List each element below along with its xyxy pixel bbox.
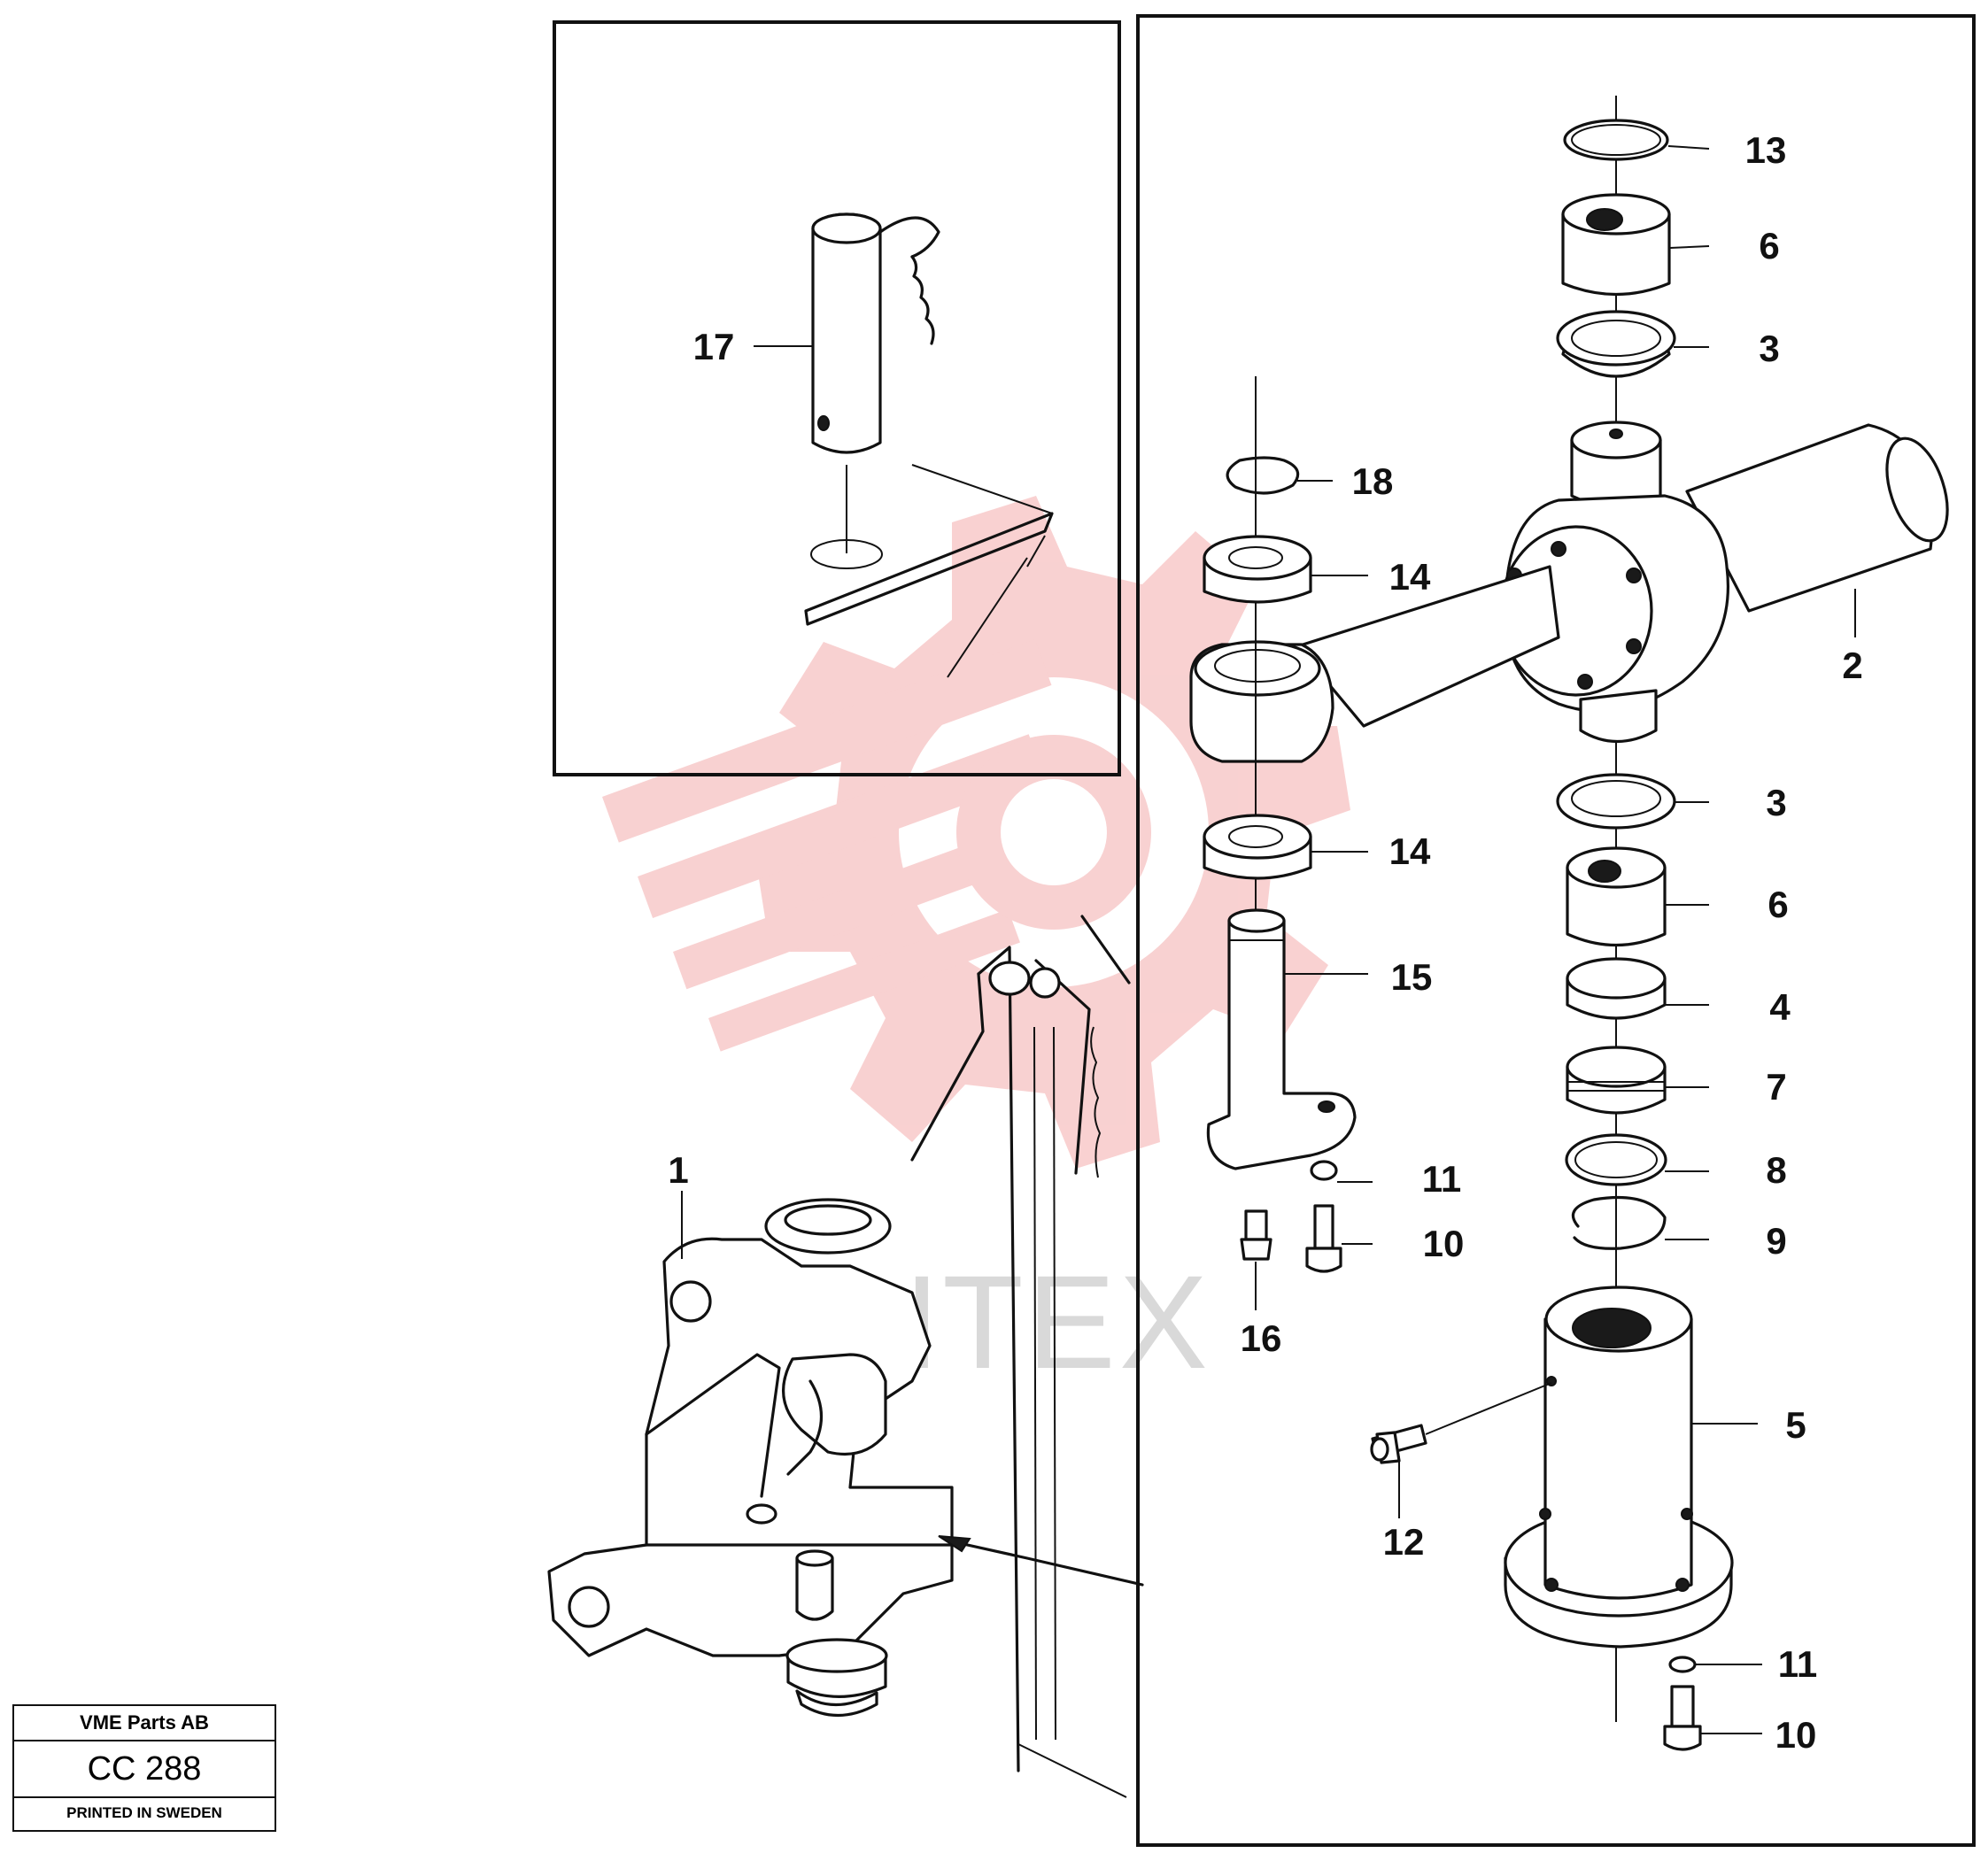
base-tube-5 (1504, 1286, 1734, 1649)
callout-3-upper: 3 (1759, 328, 1779, 369)
spacer-14-lower (1203, 814, 1312, 880)
callout-5: 5 (1785, 1404, 1806, 1446)
snap-ring-13 (1563, 119, 1669, 161)
piston-7 (1566, 1046, 1667, 1115)
housing-2 (1189, 421, 1949, 763)
pivot-pin-assembly (1203, 376, 1357, 1310)
callout-14-lower: 14 (1389, 830, 1431, 872)
ring-8 (1565, 1133, 1667, 1186)
callout-18: 18 (1352, 460, 1394, 502)
callout-9: 9 (1766, 1220, 1786, 1262)
pivot-pin-15 (1206, 908, 1357, 1170)
circlip-18 (1226, 456, 1300, 495)
callout-7: 7 (1766, 1066, 1786, 1108)
callout-13: 13 (1745, 129, 1787, 171)
grease-nipple-12 (1370, 1382, 1552, 1464)
title-block: VME Parts AB CC 288 PRINTED IN SWEDEN (12, 1704, 276, 1832)
callout-14-upper: 14 (1389, 556, 1431, 598)
diagram-code: CC 288 (14, 1741, 275, 1798)
callout-15: 15 (1391, 956, 1433, 998)
bushing-6-lower (1566, 846, 1667, 946)
company-name: VME Parts AB (14, 1706, 275, 1741)
callout-11-upper: 11 (1422, 1158, 1461, 1200)
callout-11-lower: 11 (1778, 1643, 1817, 1685)
disc-4 (1566, 957, 1667, 1020)
bushing-6-upper (1561, 193, 1671, 297)
callout-8: 8 (1766, 1149, 1786, 1191)
callout-6-lower: 6 (1768, 884, 1788, 925)
spacer-14-upper (1203, 535, 1312, 604)
callout-17: 17 (693, 326, 735, 367)
bolt-10-upper (1305, 1204, 1342, 1273)
callout-12: 12 (1383, 1521, 1425, 1563)
leader-lines (1284, 145, 1856, 1734)
callout-4: 4 (1769, 986, 1791, 1028)
callouts: 1 2 3 3 4 5 6 6 7 8 9 10 10 11 11 12 13 … (668, 129, 1862, 1756)
callout-10-upper: 10 (1423, 1223, 1465, 1264)
printed-note: PRINTED IN SWEDEN (66, 1804, 222, 1821)
callout-16: 16 (1241, 1317, 1282, 1359)
pivot-shaft-assembly (1189, 96, 1949, 1751)
grease-nipple-16 (1240, 1209, 1272, 1310)
trailer-hitch-assembly-1 (547, 915, 1144, 1798)
callout-6-upper: 6 (1759, 225, 1779, 266)
seal-3-lower (1556, 773, 1676, 830)
callout-3-lower: 3 (1766, 782, 1786, 823)
callout-2: 2 (1842, 645, 1862, 686)
circlip-9 (1571, 1195, 1667, 1250)
inset-frame (553, 20, 1121, 776)
washer-11-lower (1668, 1656, 1697, 1673)
callout-1: 1 (668, 1149, 688, 1191)
washer-11-upper (1310, 1160, 1338, 1181)
locking-pin-17 (804, 212, 1054, 678)
bolt-10-lower (1663, 1685, 1702, 1751)
callout-10-lower: 10 (1775, 1714, 1817, 1756)
seal-3-upper (1556, 310, 1676, 378)
detail-frame (1136, 14, 1976, 1847)
